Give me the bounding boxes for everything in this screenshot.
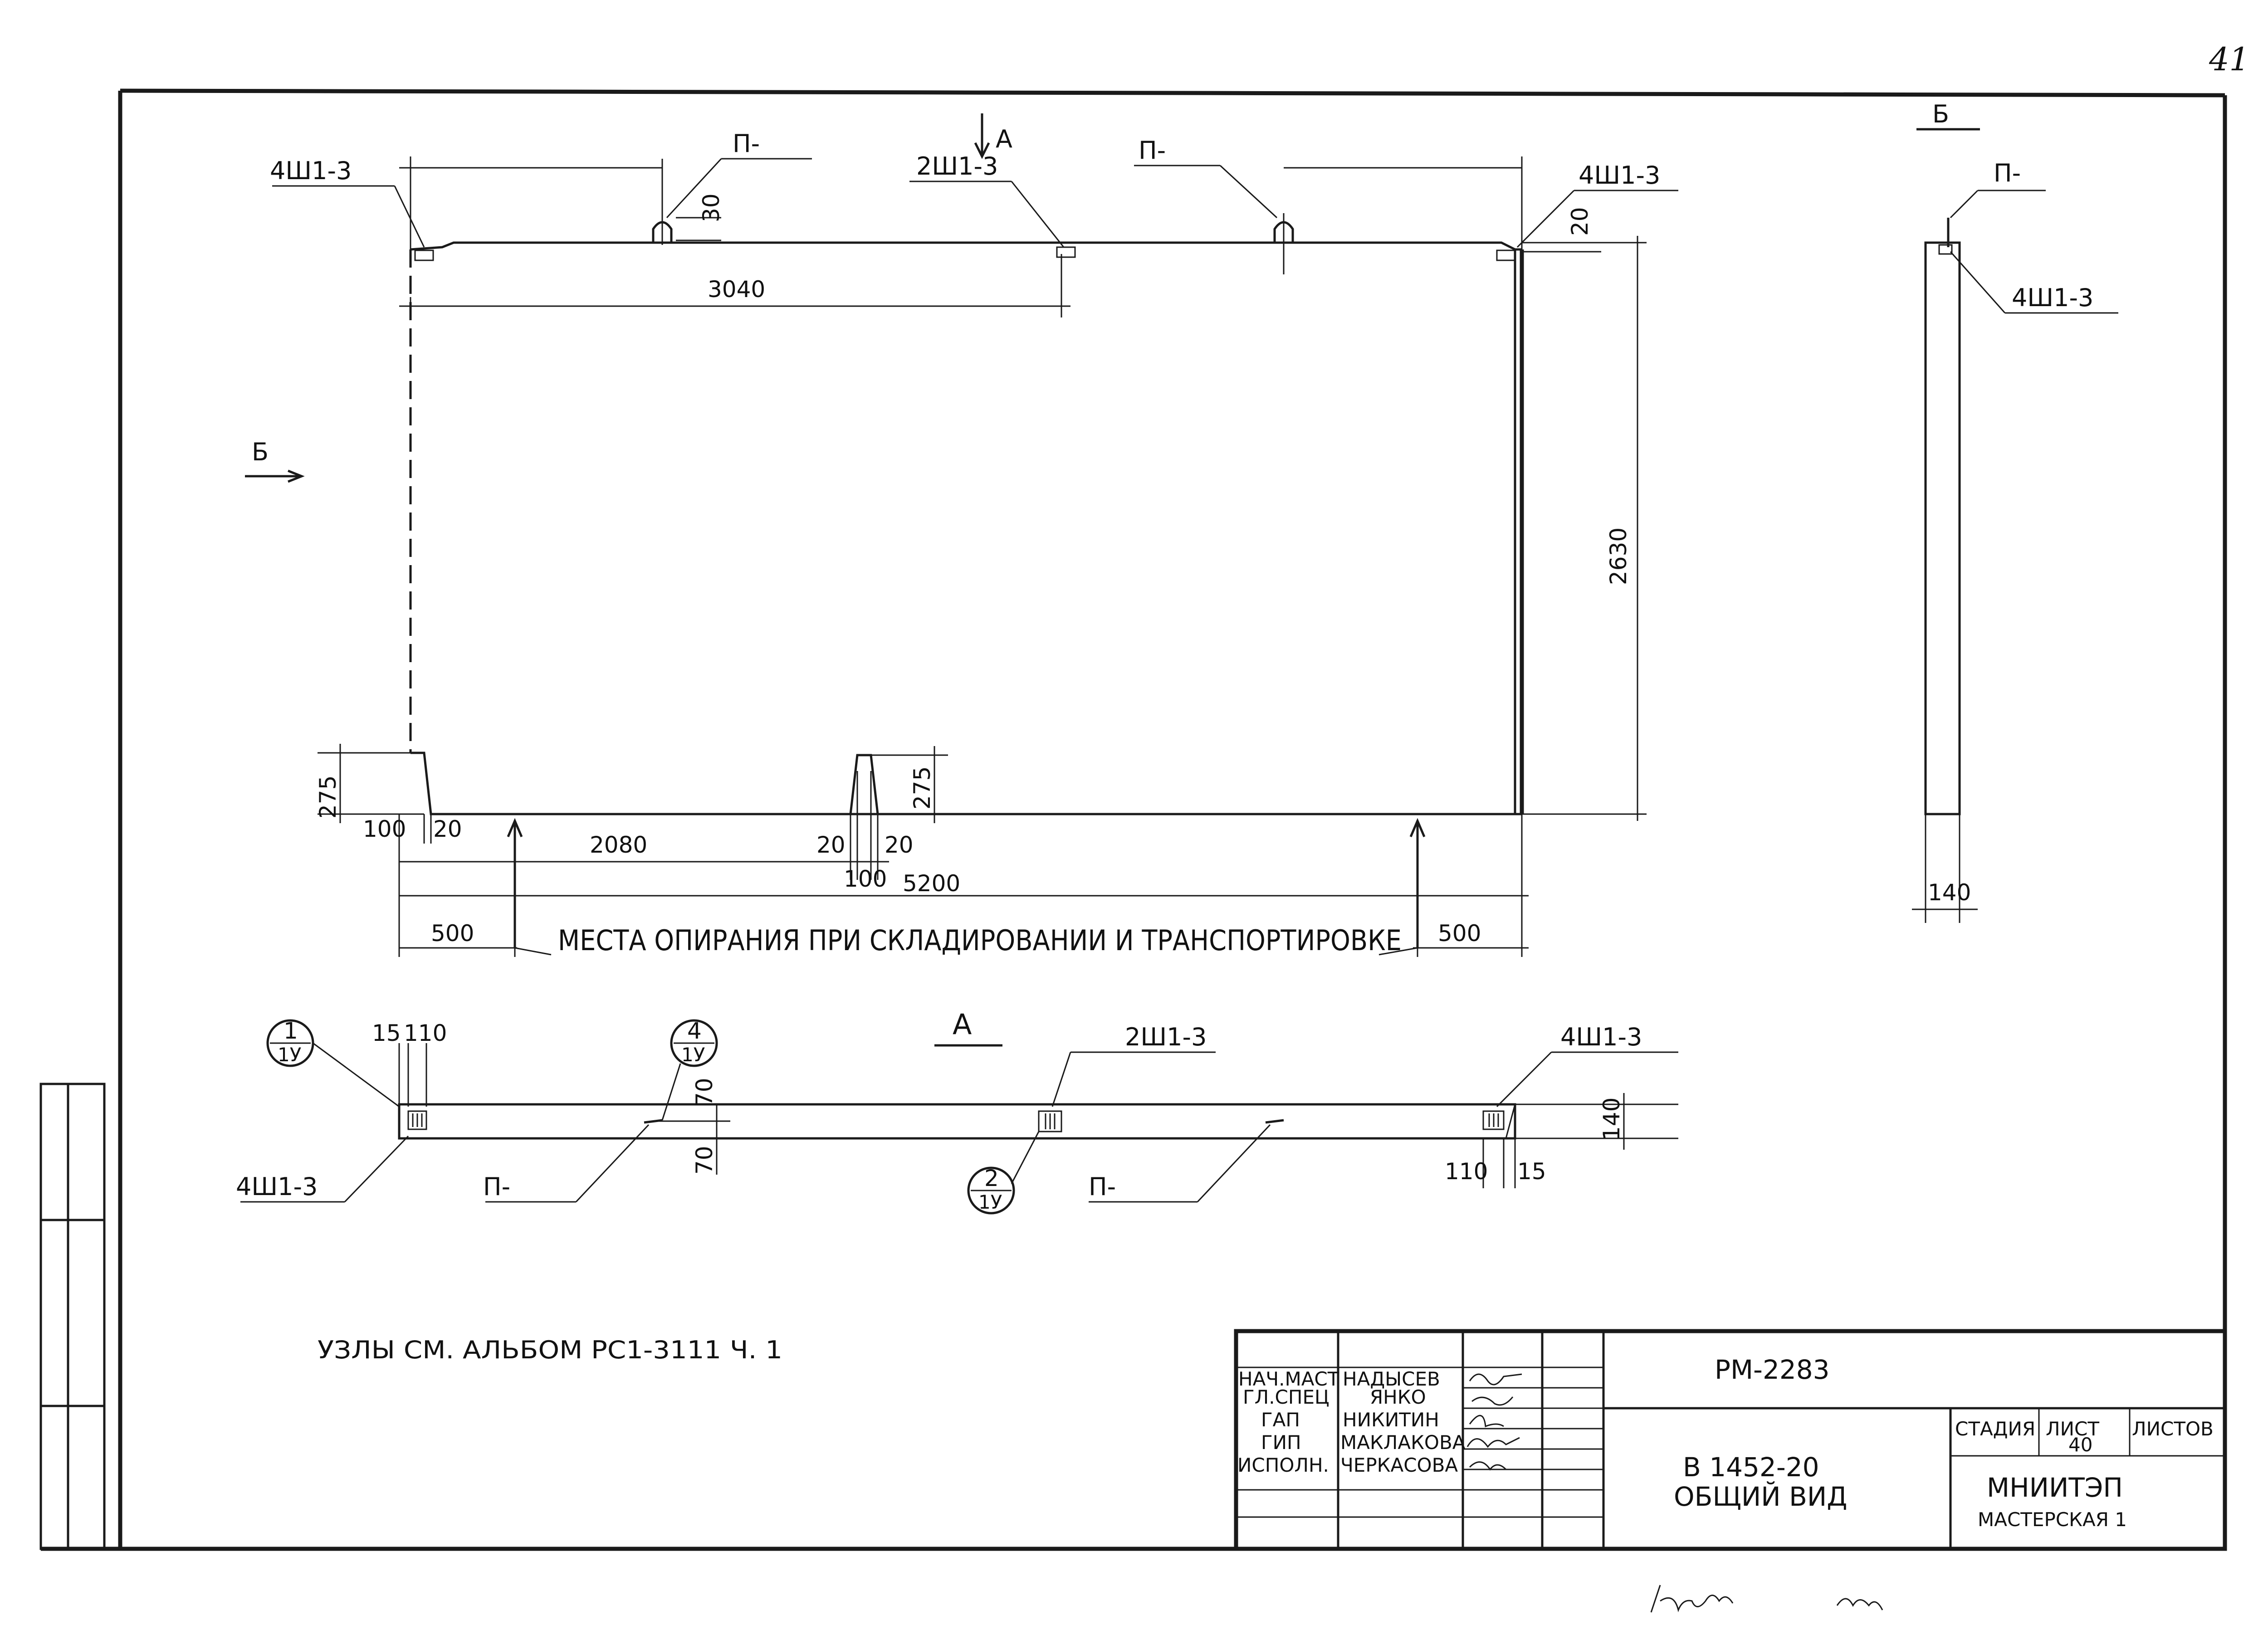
tb-name-4: ЧЕРКАСОВА [1340,1454,1458,1476]
node-ref-2: 2 1У [967,1131,1040,1215]
tb-role-2: ГАП [1261,1409,1300,1431]
dim-500-right: 500 [1438,920,1481,947]
bottom-notch [849,754,879,815]
dim-275-right: 275 [909,766,935,810]
section-mark-b: Б [252,438,269,466]
tb-name-3: МАКЛАКОВА [1340,1431,1466,1454]
tb-name-2: НИКИТИН [1343,1409,1439,1431]
tb-view: ОБЩИЙ ВИД [1674,1481,1848,1512]
plan-view-a: А 15 110 110 15 70 70 140 [236,1008,1678,1215]
label-4sh1-3-left: 4Ш1-3 [270,156,352,185]
handwritten-mark [1650,1585,1883,1613]
label-loop-plan-left: П- [483,1172,510,1201]
svg-text:1У: 1У [681,1044,705,1066]
label-loop-left: П- [733,129,760,158]
dim-15-bottom: 15 [1517,1158,1546,1185]
dim-15-top: 15 [372,1020,401,1046]
embedded-part-right [1496,249,1516,261]
dim-110-top: 110 [404,1020,447,1046]
svg-text:1У: 1У [978,1191,1002,1213]
dim-30: 30 [698,193,724,222]
node-ref-4: 4 1У [661,1018,718,1121]
tb-name-1: ЯНКО [1370,1386,1426,1408]
dim-20-top: 20 [1567,207,1593,236]
dim-110-bottom: 110 [1445,1158,1488,1185]
panel-elevation: 3040 2630 20 30 275 275 100 20 [245,113,1678,957]
dim-70-top: 70 [691,1078,718,1107]
tb-drawing-code: РМ-2283 [1715,1354,1830,1385]
tb-sheets-label: ЛИСТОВ [2132,1418,2214,1440]
page-number: 41 [2209,41,2249,78]
dim-5200: 5200 [903,870,960,897]
tb-sheet-label: ЛИСТ [2046,1418,2099,1440]
dim-3040: 3040 [708,276,765,303]
section-b-title: Б [1932,100,1949,128]
dim-2630: 2630 [1605,527,1632,585]
label-loop-right: П- [1139,136,1166,165]
section-mark-a: А [996,125,1012,153]
embedded-part-mid [1056,246,1076,258]
label-4sh1-3-right: 4Ш1-3 [1579,161,1660,190]
signature-1 [1471,1396,1514,1406]
signature-3 [1466,1437,1520,1448]
dim-275-left: 275 [315,776,341,819]
title-block: НАЧ.МАСТ ГЛ.СПЕЦ ГАП ГИП ИСПОЛН. НАДЫСЕВ… [1234,1329,2227,1551]
node-ref-1: 1 1У [266,1018,400,1108]
nodes-note: УЗЛЫ СМ. АЛЬБОМ РС1-3111 Ч. 1 [318,1336,782,1364]
tb-role-3: ГИП [1261,1431,1301,1454]
tb-sheet-no: 40 [2068,1434,2092,1456]
tb-role-0: НАЧ.МАСТ [1238,1368,1339,1390]
dim-2080: 2080 [590,832,647,858]
svg-text:1У: 1У [278,1044,301,1066]
tb-name-0: НАДЫСЕВ [1343,1368,1440,1390]
label-4sh1-3-plan-left: 4Ш1-3 [236,1172,318,1201]
label-2sh1-3-plan: 2Ш1-3 [1125,1023,1207,1051]
tb-stage-label: СТАДИЯ [1955,1418,2035,1440]
dim-20-notch-right: 20 [885,832,914,858]
tb-role-1: ГЛ.СПЕЦ [1243,1386,1330,1408]
dim-140-section-b: 140 [1928,879,1971,906]
tb-workshop: МАСТЕРСКАЯ 1 [1978,1508,2127,1531]
embedded-part-left [414,249,434,261]
view-a-title: А [953,1008,972,1041]
panel-top-edge [410,241,1522,251]
dim-100-notch: 100 [844,866,887,892]
dim-140-plan: 140 [1598,1098,1625,1141]
plan-outline [398,1103,1516,1140]
label-4sh1-3-plan-right: 4Ш1-3 [1560,1023,1642,1051]
signature-2 [1469,1415,1504,1428]
svg-text:4: 4 [687,1018,702,1044]
signature-0 [1469,1373,1522,1386]
tb-product: В 1452-20 [1683,1452,1819,1483]
dim-70-bottom: 70 [691,1146,718,1175]
signature-4 [1469,1461,1507,1471]
label-loop-plan-right: П- [1089,1172,1116,1201]
section-b-outline [1924,241,1961,815]
label-2sh1-3-top: 2Ш1-3 [916,152,998,181]
dim-20-notch-left: 20 [816,832,846,858]
tb-org: МНИИТЭП [1987,1472,2123,1503]
tb-role-4: ИСПОЛН. [1237,1454,1329,1476]
svg-text:1: 1 [284,1018,298,1044]
dim-500-left: 500 [431,920,474,947]
support-note: МЕСТА ОПИРАНИЯ ПРИ СКЛАДИРОВАНИИ И ТРАНС… [558,924,1402,957]
section-b-view: Б П- 4Ш1-3 140 [1912,100,2118,923]
dim-20-left: 20 [433,816,462,842]
svg-text:2: 2 [984,1165,999,1191]
label-loop-section-b: П- [1994,159,2021,187]
label-4sh1-3-section-b: 4Ш1-3 [2012,283,2093,312]
